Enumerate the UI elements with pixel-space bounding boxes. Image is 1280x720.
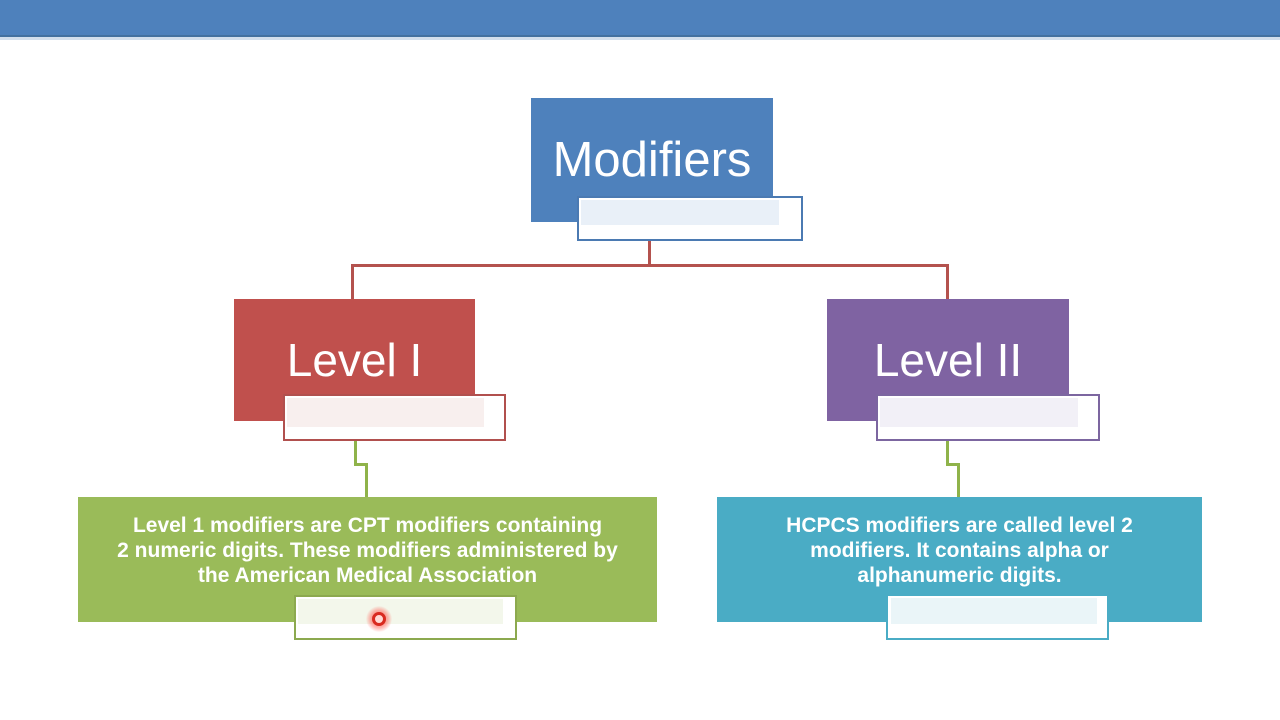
desc-level2-placeholder — [886, 594, 1109, 640]
connector-level1-to-desc-seg3 — [365, 463, 368, 497]
laser-pointer-dot — [372, 612, 386, 626]
placeholder-band — [581, 200, 779, 225]
connector-root-to-level2 — [946, 264, 949, 299]
placeholder-band — [287, 398, 484, 427]
desc-level2-line2: modifiers. It contains alpha or — [810, 539, 1109, 562]
connector-level2-to-desc-seg3 — [957, 463, 960, 497]
slide-top-accent-bar — [0, 0, 1280, 37]
connector-root-to-level1 — [351, 264, 354, 299]
placeholder-band — [298, 599, 503, 624]
placeholder-band — [891, 598, 1097, 624]
node-level2-placeholder — [876, 394, 1100, 441]
node-modifiers-placeholder — [577, 196, 803, 241]
connector-level1-to-desc-seg2 — [354, 463, 368, 466]
connector-root-horizontal — [351, 264, 949, 267]
desc-level1-line2: 2 numeric digits. These modifiers admini… — [117, 539, 618, 562]
node-level2-label: Level II — [873, 334, 1023, 386]
desc-level1-line1: Level 1 modifiers are CPT modifiers cont… — [132, 514, 603, 537]
node-modifiers-label: Modifiers — [552, 133, 752, 187]
node-level1-placeholder — [283, 394, 506, 441]
desc-level1-line3: the American Medical Association — [197, 564, 538, 587]
desc-level1-placeholder — [294, 595, 517, 640]
desc-level2-line3: alphanumeric digits. — [857, 564, 1062, 587]
placeholder-band — [880, 398, 1078, 427]
desc-level2-line1: HCPCS modifiers are called level 2 — [786, 514, 1133, 537]
node-level1-label: Level I — [286, 334, 423, 386]
connector-root-stem — [648, 237, 651, 266]
connector-level2-to-desc-seg2 — [946, 463, 960, 466]
connector-level2-to-desc-seg1 — [946, 437, 949, 466]
connector-level1-to-desc-seg1 — [354, 437, 357, 466]
